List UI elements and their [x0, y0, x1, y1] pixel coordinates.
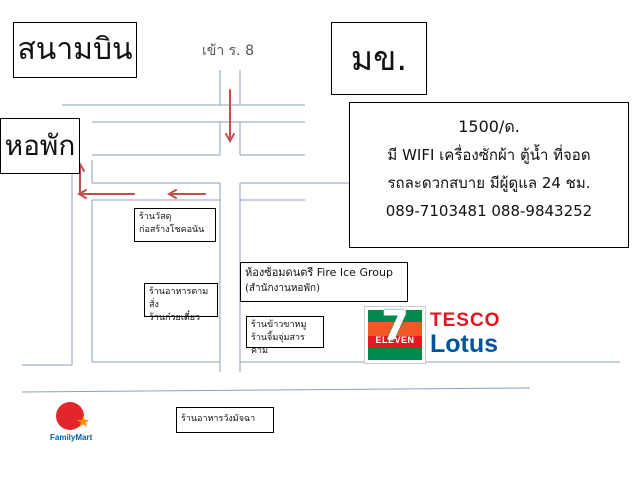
- amenities-text: มี WIFI เครื่องซักผ้า ตู้น้ำ ที่จอด: [387, 146, 591, 164]
- seven-text: ELEVEN: [375, 335, 415, 345]
- shop-line: ร้านอาหารตามสั่ง: [149, 287, 209, 310]
- tesco-text: TESCO: [430, 310, 501, 331]
- transport-text: รถละดวกสบาย มีผู้ดูแล 24 ชม.: [387, 174, 591, 192]
- familymart-circle-icon: [56, 402, 84, 430]
- shop-pork: ร้านข้าวขาหมู ร้านจิ้มจุ่มสารคาม: [246, 316, 324, 356]
- restaurant-label: ร้านอาหารวังมัจฉา: [181, 414, 256, 424]
- shop-line: ร้านก๋วยเตี๋ยว: [149, 313, 201, 323]
- soi-label: เข้า ร. 8: [202, 43, 254, 59]
- phones-text: 089-7103481 088-9843252: [385, 202, 593, 220]
- dormitory-box: หอพัก: [0, 118, 80, 174]
- seven-number: 7: [381, 303, 409, 349]
- music-room: ห้องซ้อมดนตรี Fire Ice Group (สำนักงานหอ…: [240, 262, 408, 302]
- university-label: มข.: [350, 38, 408, 79]
- familymart-text: FamilyMart: [50, 433, 93, 442]
- arrow-head: [225, 133, 235, 144]
- airport-box: สนามบิน: [13, 22, 137, 78]
- arrow-head: [166, 189, 177, 199]
- dormitory-label: หอพัก: [4, 129, 76, 162]
- shop-construction: ร้านวัสดุ ก่อสร้างโชคอนัน: [134, 208, 216, 242]
- music-line: (สำนักงานหอพัก): [245, 283, 320, 294]
- shop-line: ร้านข้าวขาหมู: [251, 320, 307, 330]
- tesco-lotus-logo: TESCO Lotus: [430, 311, 506, 363]
- road: [21, 387, 531, 393]
- price-text: 1500/ด.: [458, 117, 520, 136]
- airport-label: สนามบิน: [17, 32, 133, 67]
- lotus-text: Lotus: [430, 330, 499, 358]
- familymart-logo: ★ FamilyMart: [50, 402, 110, 446]
- shop-line: ร้านวัสดุ: [139, 212, 172, 222]
- seven-eleven-logo: 7 ELEVEN: [364, 303, 426, 364]
- shop-line: ก่อสร้างโชคอนัน: [139, 225, 205, 235]
- shop-food: ร้านอาหารตามสั่ง ร้านก๋วยเตี๋ยว: [144, 283, 218, 323]
- star-icon: ★: [76, 412, 91, 431]
- university-box: มข.: [331, 22, 427, 95]
- info-panel: 1500/ด. มี WIFI เครื่องซักผ้า ตู้น้ำ ที่…: [349, 102, 629, 248]
- restaurant: ร้านอาหารวังมัจฉา: [176, 407, 274, 433]
- music-line: ห้องซ้อมดนตรี Fire Ice Group: [245, 266, 393, 279]
- shop-line: ร้านจิ้มจุ่มสารคาม: [251, 333, 305, 356]
